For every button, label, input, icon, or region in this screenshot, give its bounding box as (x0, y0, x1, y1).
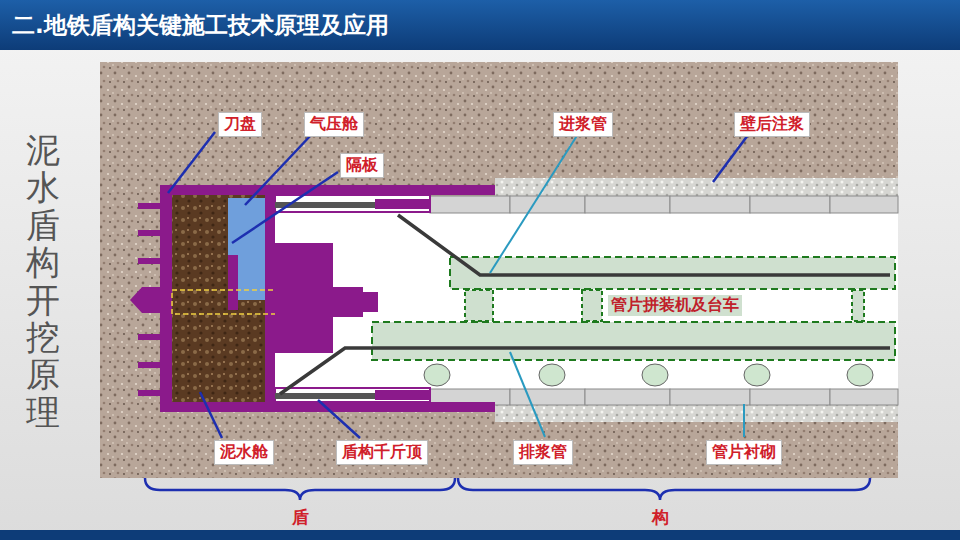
side-heading: 泥水盾构开挖原理 (26, 132, 60, 431)
part-label: 进浆管 (553, 112, 613, 137)
slide-title: 二.地铁盾构关键施工技术原理及应用 (12, 10, 389, 41)
part-label: 管片衬砌 (706, 440, 782, 465)
part-label: 气压舱 (304, 112, 364, 137)
brace-label: 构 (652, 506, 669, 529)
part-label: 排浆管 (513, 440, 573, 465)
part-label: 泥水舱 (214, 440, 274, 465)
part-label: 管片拼装机及台车 (608, 295, 742, 316)
part-label: 隔板 (340, 153, 384, 178)
part-label: 盾构千斤顶 (336, 440, 428, 465)
bottom-bar (0, 530, 960, 540)
part-label: 壁后注浆 (734, 112, 810, 137)
part-label: 刀盘 (218, 112, 262, 137)
brace-label: 盾 (292, 506, 309, 529)
